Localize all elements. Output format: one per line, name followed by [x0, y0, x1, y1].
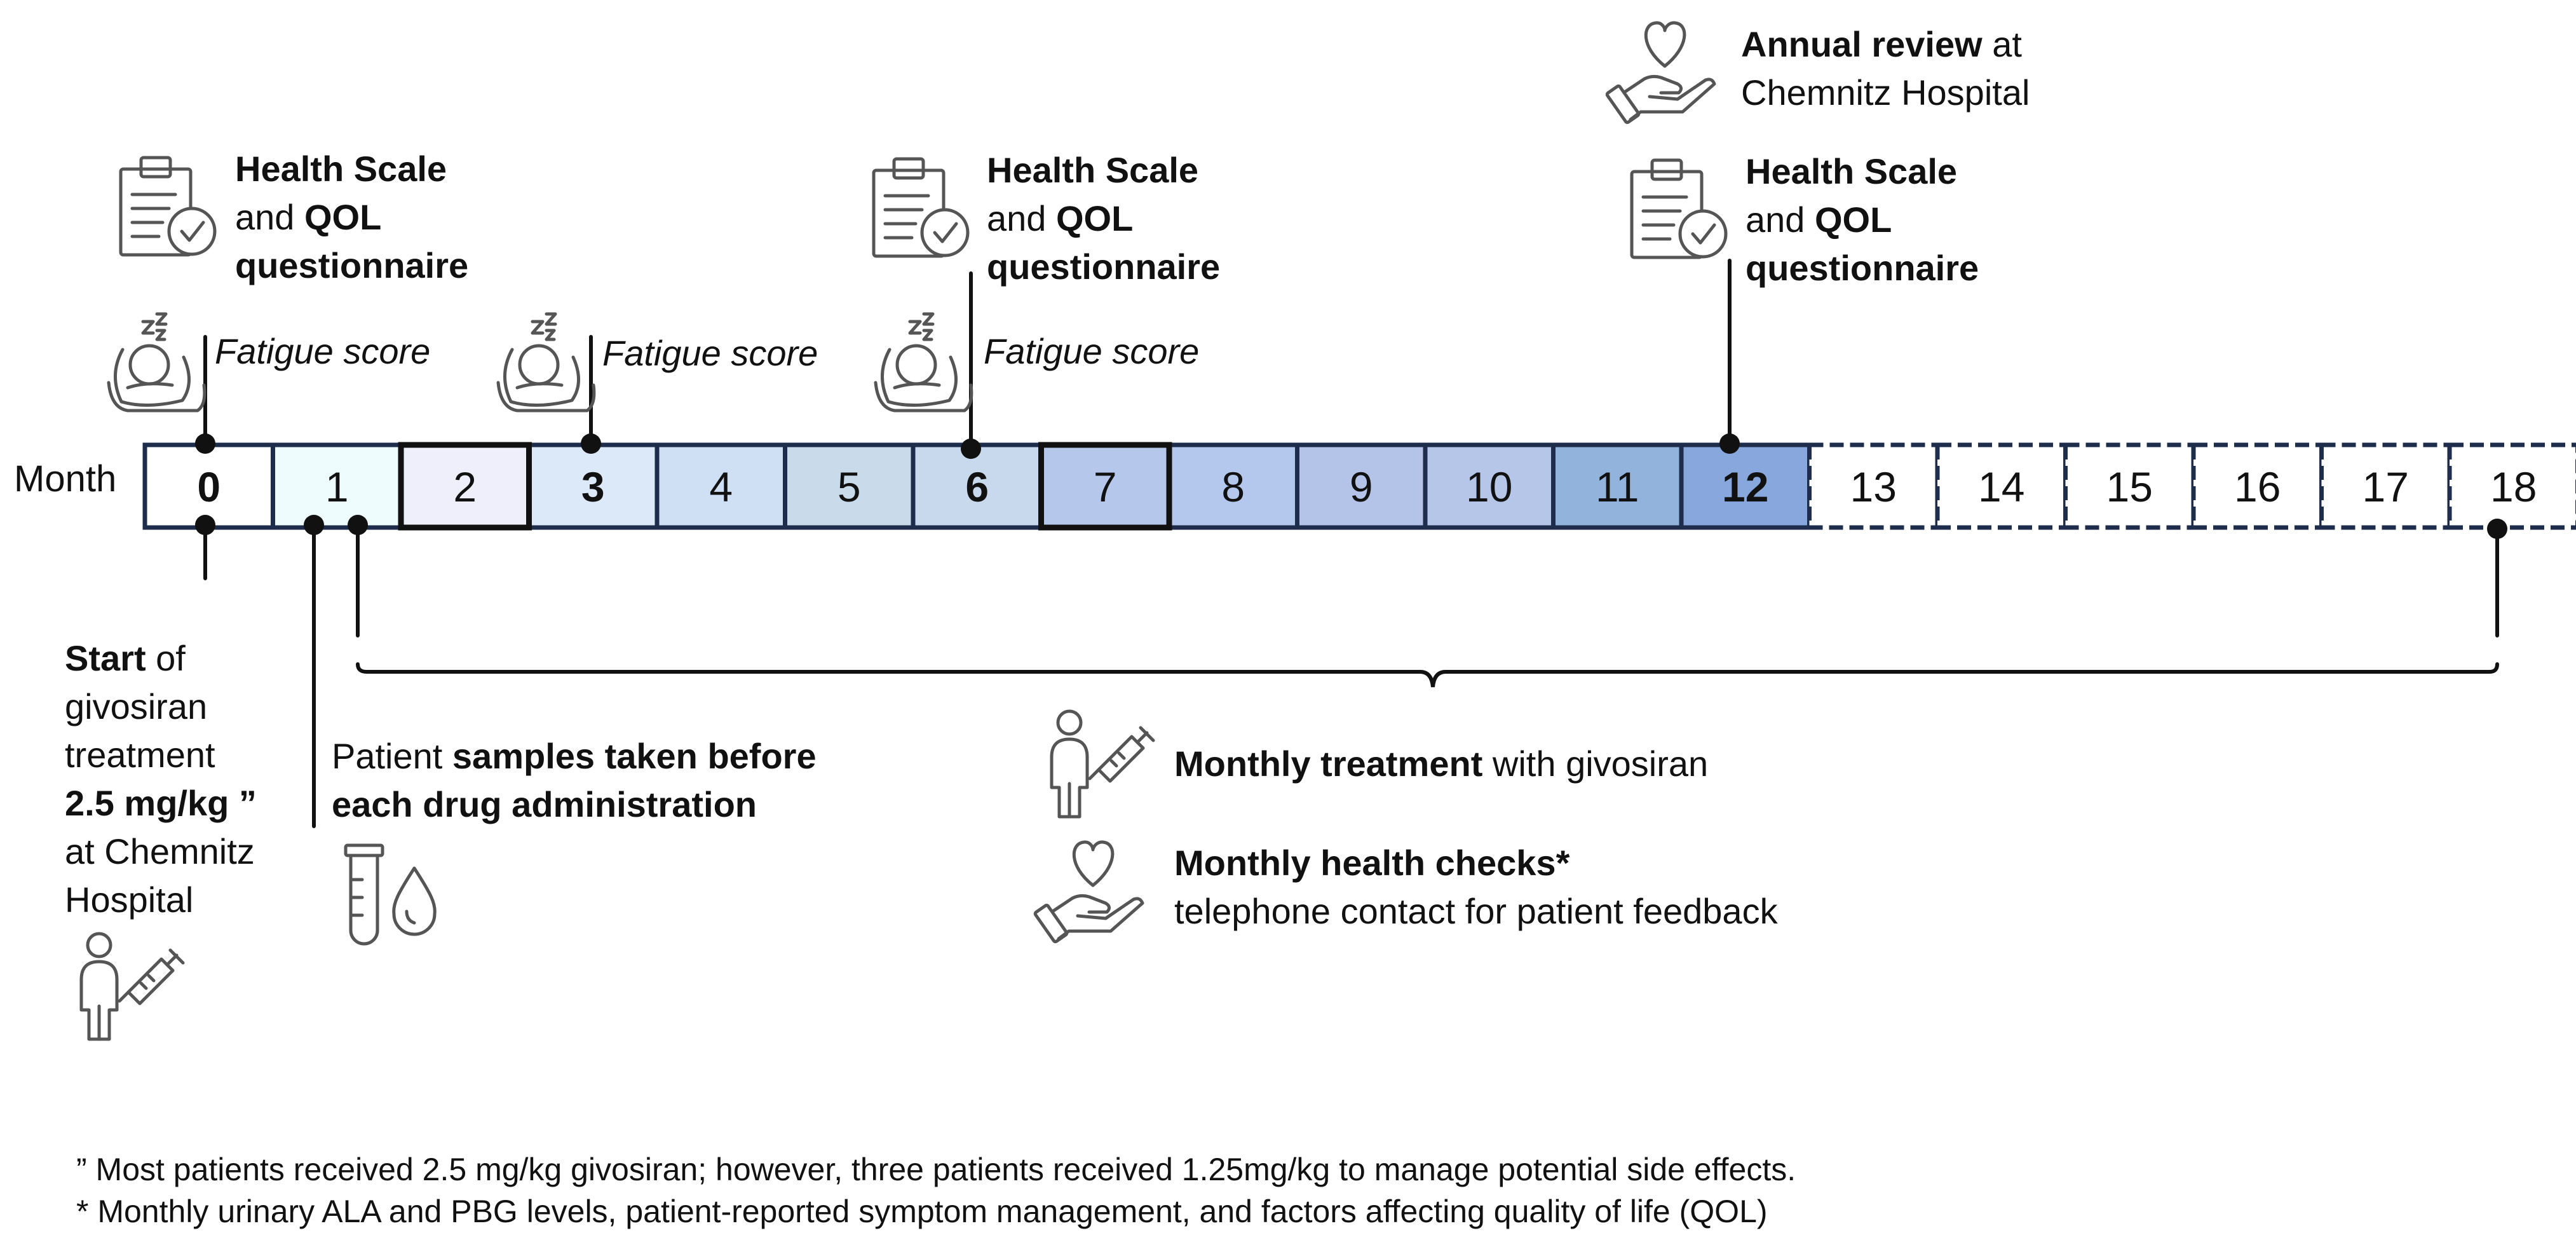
heart-hand-icon — [1606, 23, 1714, 123]
start-location-1: at Chemnitz — [65, 831, 255, 871]
test-tube-drop-icon — [346, 845, 435, 944]
month-cell-11 — [1551, 442, 1684, 530]
person-syringe-icon — [81, 934, 183, 1039]
health-scale-note-month-0: Health Scale and QOL questionnaire — [235, 145, 468, 290]
month-label-16: 16 — [2234, 463, 2281, 510]
month-cell-18 — [2447, 442, 2576, 530]
start-label: Start — [65, 638, 146, 678]
monthly-treatment-note: Monthly treatment with givosiran — [1174, 740, 1708, 788]
questionnaire-label: questionnaire — [1746, 248, 1979, 288]
month-cell-1 — [271, 442, 403, 530]
month-label-7: 7 — [1094, 463, 1117, 510]
qol-label: QOL — [1056, 198, 1134, 238]
start-drug: givosiran — [65, 686, 208, 726]
start-treatment-note: Start of givosiran treatment 2.5 mg/kg ”… — [65, 634, 257, 924]
footnote-dose: ” Most patients received 2.5 mg/kg givos… — [76, 1152, 1796, 1187]
month-cell-outline-7 — [1038, 442, 1172, 531]
health-scale-label: Health Scale — [987, 150, 1199, 190]
clipboard-check-icon — [874, 159, 968, 256]
and-label: and — [1746, 200, 1805, 240]
annual-review-at: at — [1992, 24, 2022, 64]
month-label-2: 2 — [453, 463, 477, 510]
month-label-4: 4 — [709, 463, 733, 510]
annual-review-location: Chemnitz Hospital — [1741, 72, 2030, 112]
sleeping-person-icon — [109, 314, 205, 411]
dot-month-0-top — [195, 433, 215, 454]
month-cell-6 — [911, 442, 1043, 530]
month-label-8: 8 — [1221, 463, 1245, 510]
month-label-18: 18 — [2490, 463, 2537, 510]
dot-month-1-bottom-b — [348, 515, 368, 535]
month-label-13: 13 — [1850, 463, 1897, 510]
month-label-17: 17 — [2362, 463, 2409, 510]
start-dose: 2.5 mg/kg ” — [65, 783, 257, 823]
month-label-3: 3 — [581, 463, 605, 510]
monthly-checks-rest: telephone contact for patient feedback — [1174, 891, 1778, 931]
start-of: of — [156, 638, 186, 678]
annual-review-note: Annual review at Chemnitz Hospital — [1741, 20, 2030, 117]
dot-month-0-bottom — [195, 515, 215, 535]
monthly-treatment-label: Monthly treatment — [1174, 744, 1483, 784]
month-label-6: 6 — [965, 463, 989, 510]
footnote-monthly-checks: * Monthly urinary ALA and PBG levels, pa… — [76, 1194, 1768, 1229]
month-cell-9 — [1295, 442, 1428, 530]
clipboard-check-icon — [1632, 160, 1726, 257]
and-label: and — [235, 197, 295, 237]
month-label-11: 11 — [1596, 463, 1639, 510]
start-treatment-word: treatment — [65, 735, 215, 775]
sleeping-person-icon — [498, 314, 594, 411]
month-cell-13 — [1807, 442, 1940, 530]
dot-month-1-bottom-a — [304, 515, 324, 535]
month-cell-12 — [1679, 442, 1812, 530]
month-label-1: 1 — [325, 463, 349, 510]
health-scale-note-month-6: Health Scale and QOL questionnaire — [987, 146, 1220, 291]
dot-month-18-bottom — [2487, 519, 2507, 539]
person-syringe-icon — [1052, 711, 1153, 817]
fatigue-score-month-0: Fatigue score — [215, 331, 431, 371]
and-label: and — [987, 198, 1047, 238]
health-scale-label: Health Scale — [1746, 151, 1958, 191]
month-label-5: 5 — [837, 463, 861, 510]
month-cell-15 — [2063, 442, 2196, 530]
samples-patient: Patient — [332, 736, 443, 776]
monthly-checks-note: Monthly health checks* telephone contact… — [1174, 839, 1778, 936]
dot-month-3-top — [581, 433, 601, 454]
month-label-10: 10 — [1466, 463, 1512, 510]
month-label-9: 9 — [1350, 463, 1373, 510]
monthly-treatment-rest: with givosiran — [1492, 744, 1709, 784]
month-label-15: 15 — [2106, 463, 2153, 510]
month-label-0: 0 — [197, 463, 220, 510]
samples-bold-1: samples taken before — [452, 736, 817, 776]
health-scale-label: Health Scale — [235, 149, 447, 189]
samples-note: Patient samples taken before each drug a… — [332, 732, 817, 829]
dot-month-12-top — [1719, 433, 1740, 454]
month-label-14: 14 — [1978, 463, 2024, 510]
clipboard-check-icon — [121, 158, 215, 255]
start-location-2: Hospital — [65, 880, 194, 920]
heart-hand-icon — [1034, 842, 1142, 943]
qol-label: QOL — [1815, 200, 1892, 240]
axis-label-month: Month — [14, 458, 117, 500]
qol-label: QOL — [304, 197, 382, 237]
month-label-12: 12 — [1722, 463, 1768, 510]
month-cell-4 — [654, 442, 787, 530]
monthly-checks-label: Monthly health checks* — [1174, 843, 1570, 883]
month-cell-16 — [2191, 442, 2324, 530]
fatigue-score-month-3: Fatigue score — [602, 333, 818, 373]
questionnaire-label: questionnaire — [235, 245, 469, 285]
monthly-bracket — [356, 662, 2499, 688]
fatigue-score-month-6: Fatigue score — [984, 331, 1200, 371]
sleeping-person-icon — [876, 314, 972, 411]
annual-review-label: Annual review — [1741, 24, 1983, 64]
samples-bold-2: each drug administration — [332, 784, 757, 824]
event-dots — [195, 433, 2507, 539]
dot-month-6-top — [961, 439, 981, 459]
health-scale-note-month-12: Health Scale and QOL questionnaire — [1746, 147, 1979, 292]
questionnaire-label: questionnaire — [987, 247, 1221, 287]
month-cell-outline-2 — [398, 442, 532, 531]
